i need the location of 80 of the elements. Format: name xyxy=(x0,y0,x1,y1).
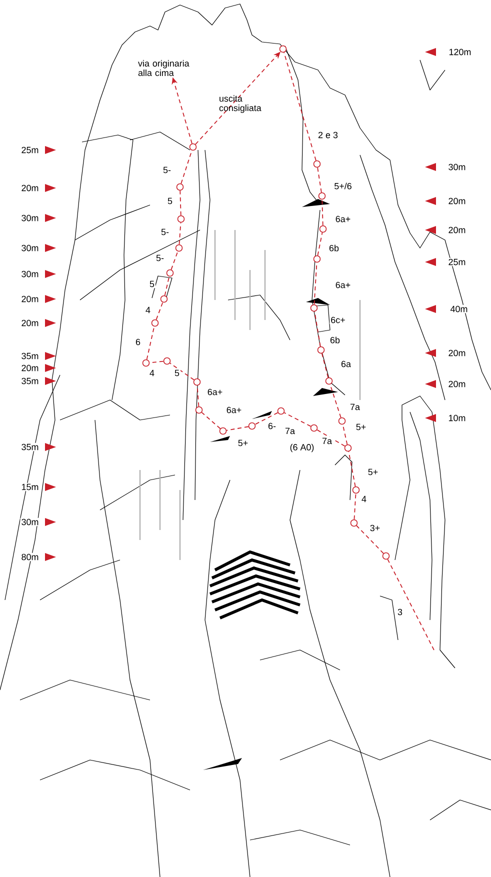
distance-label: 35m xyxy=(20,376,40,386)
grade-label: 6b xyxy=(328,244,340,252)
distance-label: 30m xyxy=(20,518,40,526)
route-note: via originaria alla cima xyxy=(138,60,190,76)
grade-label: 6a+ xyxy=(206,388,224,396)
distance-label: 20m xyxy=(20,318,40,328)
route-line xyxy=(354,493,356,520)
grade-label: 4 xyxy=(360,494,368,504)
grade-label: 5- xyxy=(160,228,170,236)
distance-label: 25m xyxy=(447,258,467,266)
grade-label: 5 xyxy=(166,196,174,206)
grade-label: 5- xyxy=(162,166,172,174)
grade-label: 6a xyxy=(340,360,352,368)
distance-label: 20m xyxy=(20,294,40,304)
route-line xyxy=(146,326,155,360)
distance-label: 35m xyxy=(20,442,40,452)
grade-label: 6a+ xyxy=(334,214,352,224)
route-line xyxy=(317,232,323,256)
route-line xyxy=(284,52,316,161)
grade-label: 7a xyxy=(284,426,296,436)
distance-label: 30m xyxy=(447,162,467,172)
route-line xyxy=(317,167,322,193)
grade-label: 5+/6 xyxy=(333,182,353,190)
route-line xyxy=(330,384,342,418)
grade-label: 6c+ xyxy=(330,316,346,324)
distance-label: 20m xyxy=(20,364,40,372)
grade-label: 5- xyxy=(155,254,165,262)
route-line xyxy=(322,199,324,226)
route-line xyxy=(180,150,192,184)
grade-label: 6a+ xyxy=(334,280,352,290)
distance-label: 35m xyxy=(20,352,40,360)
route-line xyxy=(170,362,194,380)
route-line xyxy=(342,424,348,445)
distance-label: 30m xyxy=(20,244,40,252)
distance-label: 20m xyxy=(20,184,40,192)
grade-label: 4 xyxy=(148,368,156,378)
grade-label: 5+ xyxy=(236,438,250,448)
distance-label: 30m xyxy=(20,270,40,278)
grade-label: 6a+ xyxy=(225,406,243,414)
distance-label: 80m xyxy=(20,552,40,562)
route-line xyxy=(156,302,164,320)
grade-label: 5+ xyxy=(366,468,380,476)
route-line xyxy=(226,426,249,431)
route-line xyxy=(180,190,182,216)
grade-label: 2 e 3 xyxy=(317,130,339,140)
distance-label: 20m xyxy=(447,226,467,234)
route-line xyxy=(178,222,182,245)
grade-label: 3+ xyxy=(368,524,382,532)
route-line xyxy=(316,429,346,447)
grade-label: 5 xyxy=(148,280,156,288)
grade-label: 6b xyxy=(329,336,341,344)
route-line xyxy=(201,412,221,430)
grade-label: (6 A0) xyxy=(288,442,316,454)
grade-label: 7a xyxy=(321,436,333,446)
route-line xyxy=(387,558,434,650)
route-line xyxy=(170,251,178,270)
distance-label: 20m xyxy=(447,348,467,358)
route-line xyxy=(321,353,329,378)
distance-label: 10m xyxy=(447,414,467,422)
distance-label: 15m xyxy=(20,482,40,492)
route-line xyxy=(284,412,312,427)
grade-label: 6 xyxy=(134,338,142,346)
distance-label: 40m xyxy=(449,304,469,314)
route-line xyxy=(314,311,321,347)
distance-label: 20m xyxy=(447,196,467,206)
distance-label: 25m xyxy=(20,146,40,154)
distance-label: 30m xyxy=(20,214,40,222)
grade-label: 6- xyxy=(267,422,277,430)
route-line xyxy=(356,525,384,554)
grade-label: 7a xyxy=(349,402,361,412)
distance-label: 20m xyxy=(447,380,467,388)
grade-label: 4 xyxy=(144,306,152,314)
grade-label: 5+ xyxy=(354,422,368,432)
route-line xyxy=(254,412,278,425)
route-note: uscita consigliata xyxy=(219,95,262,113)
grade-label: 5 xyxy=(174,368,180,378)
distance-label: 120m xyxy=(448,48,472,56)
route-line xyxy=(348,451,356,487)
grade-label: 3 xyxy=(396,608,404,616)
route-line xyxy=(164,276,170,296)
